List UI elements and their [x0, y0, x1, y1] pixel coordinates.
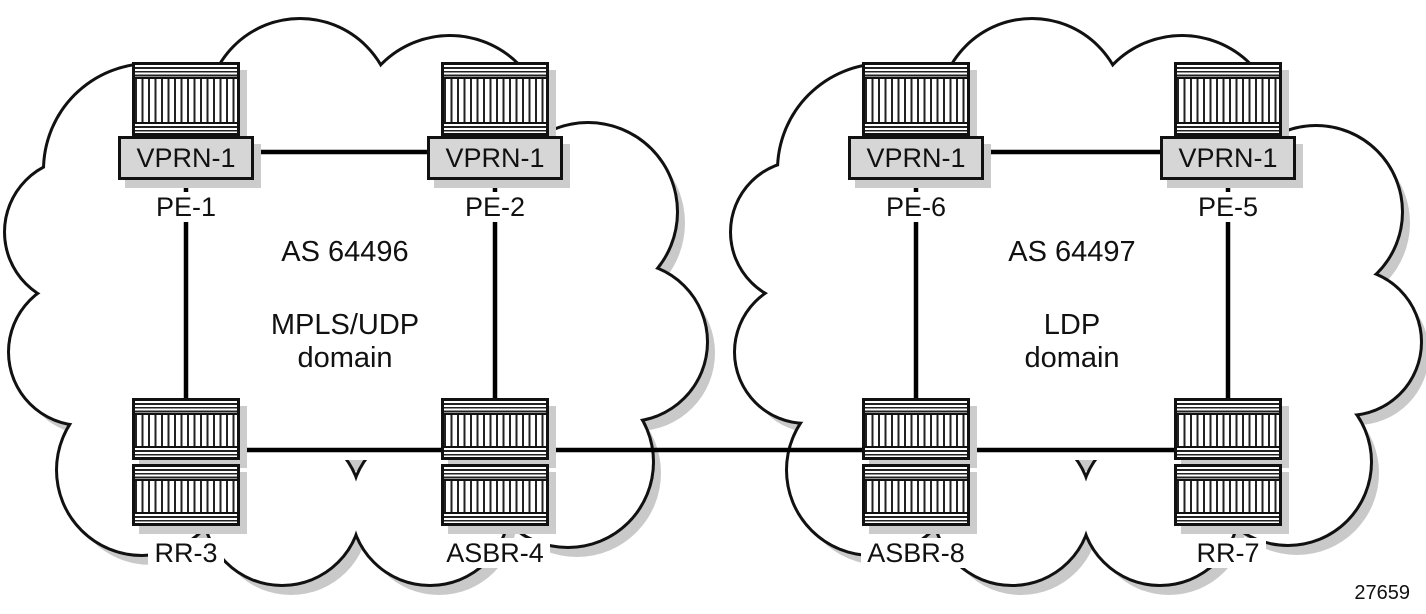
router-icon: [441, 62, 549, 136]
as-number-left: AS 64496: [281, 236, 409, 268]
domain-name-left-line2: domain: [297, 342, 393, 374]
node-pe2: VPRN-1 PE-2: [420, 62, 570, 222]
router-icon: [862, 62, 970, 136]
vprn-badge: VPRN-1: [848, 136, 984, 180]
node-pe6: VPRN-1 PE-6: [841, 62, 991, 222]
node-pe5: VPRN-1 PE-5: [1153, 62, 1303, 222]
vprn-badge: VPRN-1: [118, 136, 254, 180]
router-icon: [132, 62, 240, 136]
domain-name-right: LDP domain: [932, 309, 1212, 375]
node-pe1: VPRN-1 PE-1: [111, 62, 261, 222]
figure-number: 27659: [1354, 582, 1410, 604]
node-label: ASBR-8: [861, 538, 971, 568]
node-asbr4: ASBR-4: [420, 398, 570, 568]
as-number-right: AS 64497: [1008, 236, 1136, 268]
domain-left-labels: AS 64496 MPLS/UDP domain: [205, 236, 485, 375]
node-label: PE-6: [879, 192, 953, 222]
node-label: PE-5: [1191, 192, 1265, 222]
router-icon: [862, 398, 970, 526]
node-rr3: RR-3: [111, 398, 261, 568]
node-label: RR-3: [148, 538, 224, 568]
vprn-badge: VPRN-1: [427, 136, 563, 180]
domain-right-labels: AS 64497 LDP domain: [932, 236, 1212, 375]
domain-name-right-line2: domain: [1024, 342, 1120, 374]
node-label: RR-7: [1190, 538, 1266, 568]
router-icon: [1174, 62, 1282, 136]
node-label: PE-2: [458, 192, 532, 222]
router-icon: [441, 398, 549, 526]
vprn-badge: VPRN-1: [1160, 136, 1296, 180]
domain-name-right-line1: LDP: [1043, 309, 1101, 341]
node-asbr8: ASBR-8: [841, 398, 991, 568]
node-rr7: RR-7: [1153, 398, 1303, 568]
domain-name-left-line1: MPLS/UDP: [270, 309, 420, 341]
router-icon: [132, 398, 240, 526]
cloud-left-fill: [6, 20, 706, 584]
node-label: PE-1: [149, 192, 223, 222]
domain-name-left: MPLS/UDP domain: [205, 309, 485, 375]
router-icon: [1174, 398, 1282, 526]
node-label: ASBR-4: [440, 538, 550, 568]
